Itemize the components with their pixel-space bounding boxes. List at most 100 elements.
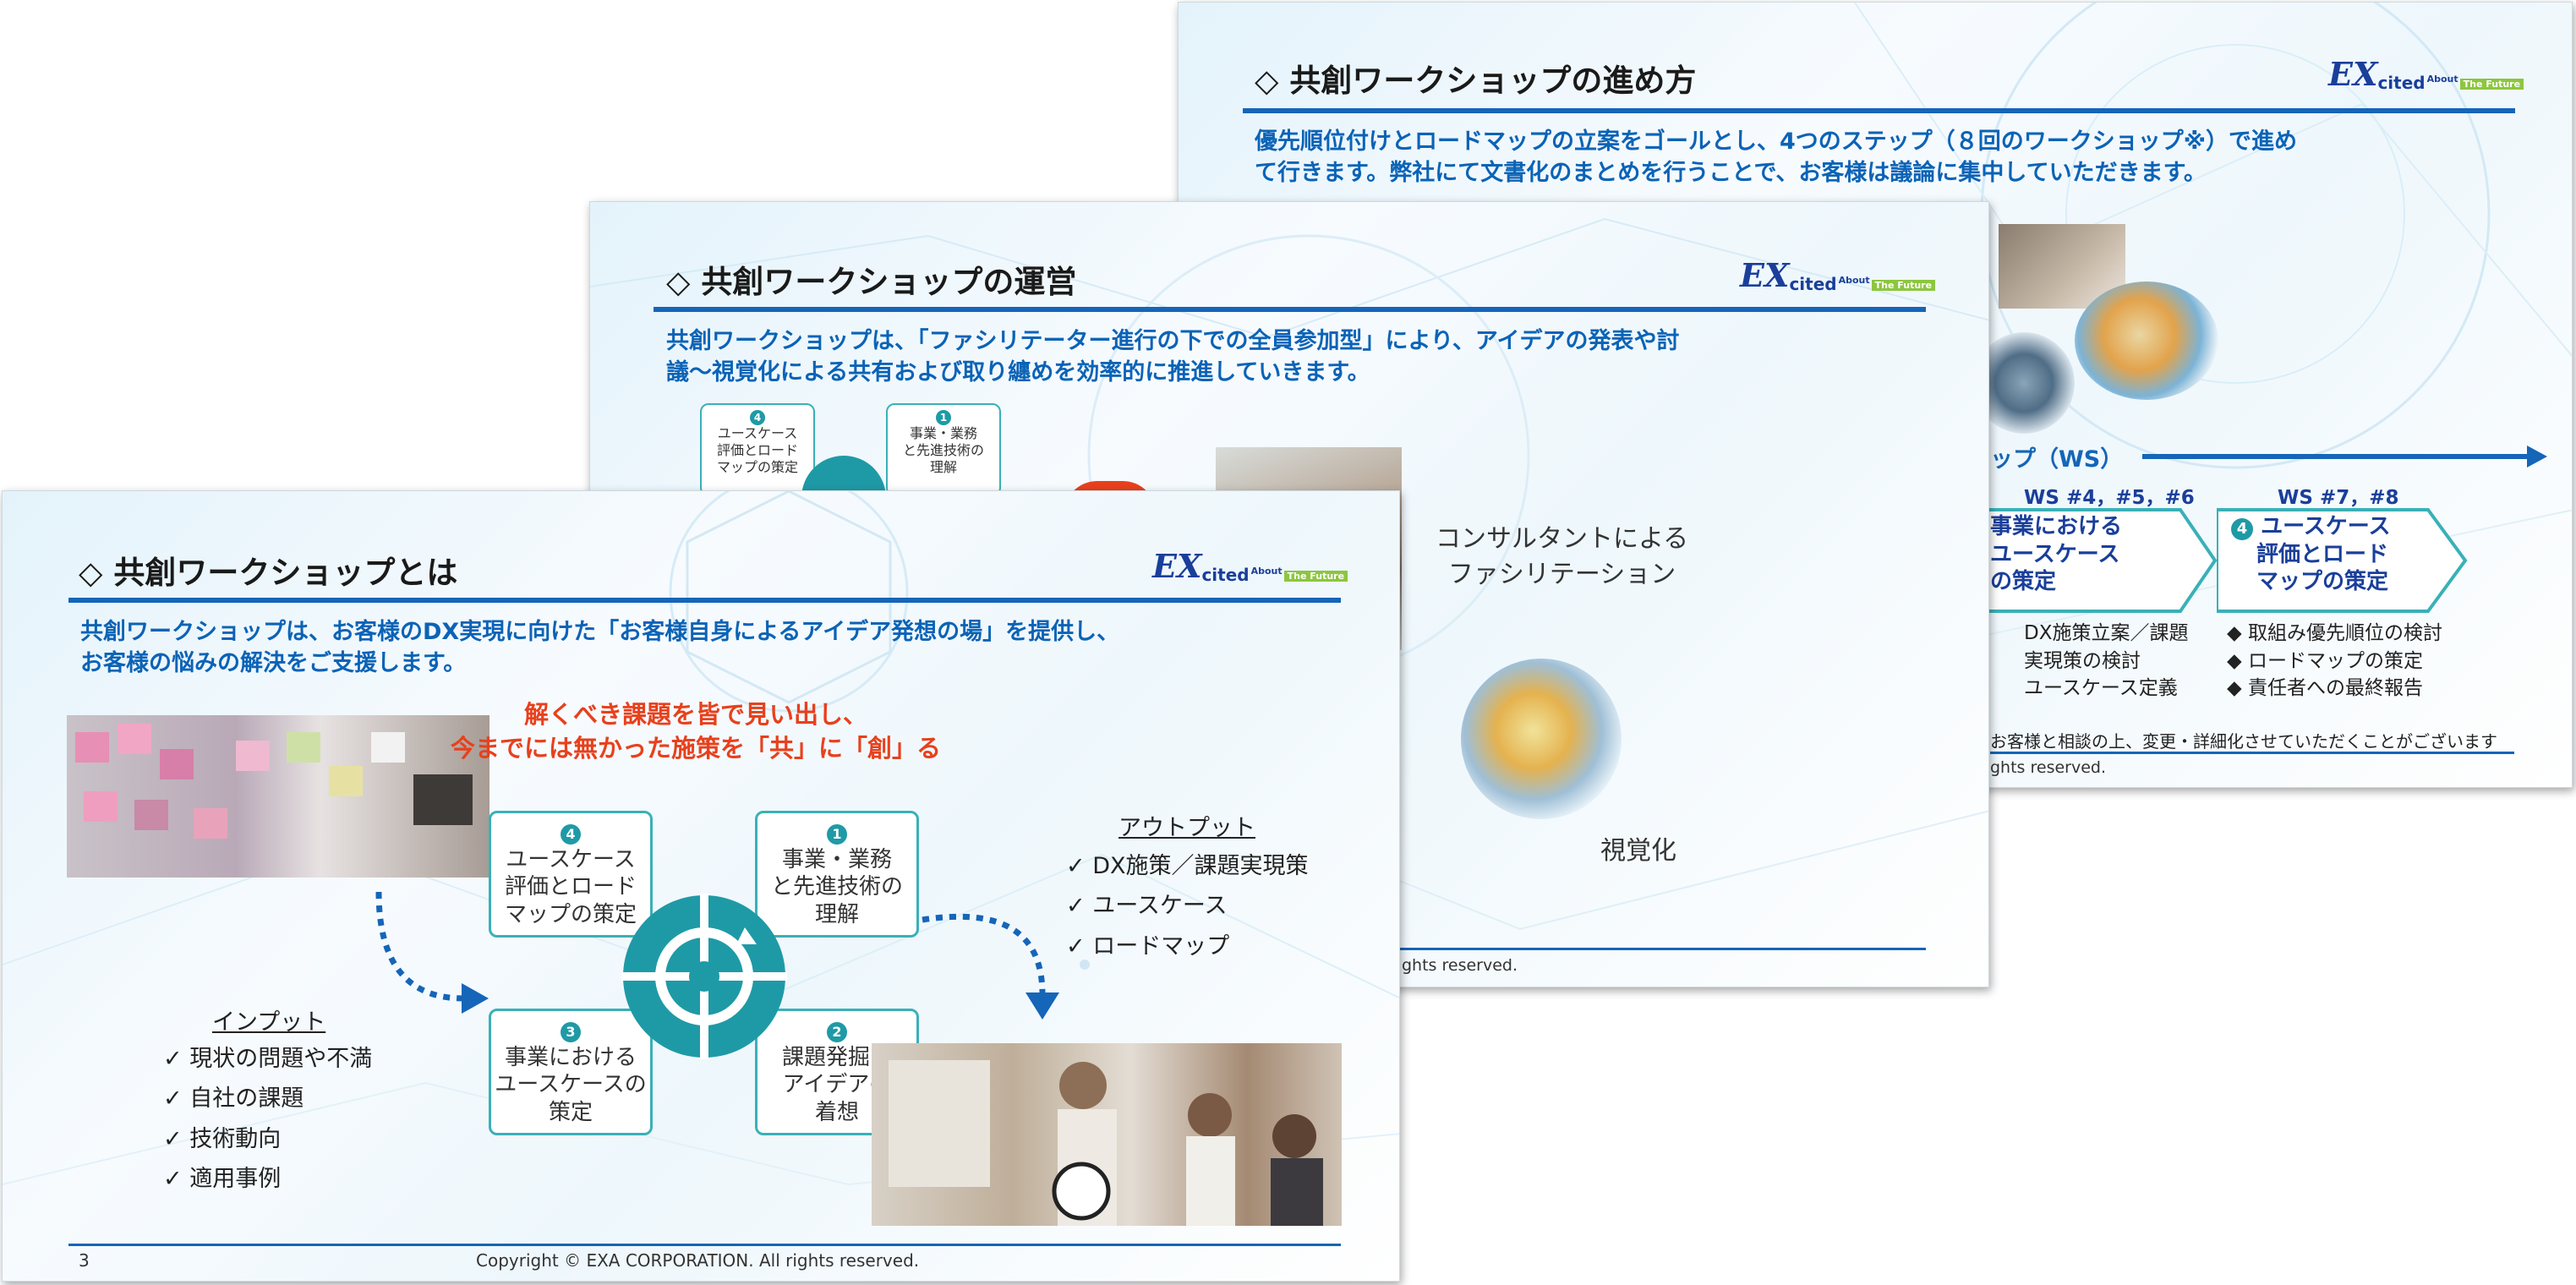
slide-title: ◇ 共創ワークショップの進め方 [1255,63,1697,99]
bullet-a-2: 実現策の検討 [2024,649,2141,672]
output-arrow [922,913,1059,1020]
timeline-arrow [2142,454,2531,459]
step4-line-3: マップの策定 [2256,569,2389,594]
consult-line-2: ファシリテーション [1447,560,1676,589]
lead-line-2: て行きます。弊社にて文書化のまとめを行うことで、お客様は議論に集中していただきま… [1255,160,2207,187]
tagline-line-1: 解くべき課題を皆で見い出し、 [523,700,867,729]
step3-bullets: DX施策立案／課題 実現策の検討 ユースケース定義 [2024,620,2188,703]
visual-label: 視覚化 [1600,836,1676,866]
step3-text: 事業における ユースケース の策定 [1990,513,2122,596]
box-step4-line-1: ユースケース [717,425,798,441]
step4-text: 4 ユースケース 評価とロード マップの策定 [2231,513,2390,596]
footer-copyright: ghts reserved. [1990,758,2107,777]
lead-text: 優先順位付けとロードマップの立案をゴールとし、4つのステップ（８回のワークショッ… [1255,126,2297,189]
logo-cited: cited [1789,274,1837,294]
bullet-a-3: ユースケース定義 [2024,677,2178,700]
footer-rule [1990,752,2514,754]
photo-workshop-small-3 [1973,332,2075,434]
cycle-step3-line-2: ユースケースの [495,1072,647,1097]
output-list: ✓ DX施策／課題実現策 ✓ ユースケース ✓ ロードマップ [1066,846,1309,966]
slide-title: ◇ 共創ワークショップとは [79,555,458,591]
page-number: 3 [79,1250,90,1271]
bullet-b-2: ◆ ロードマップの策定 [2227,649,2423,672]
output-item-3: ✓ ロードマップ [1066,932,1230,960]
step3-line-2: ユースケース [1990,541,2120,567]
cycle-step2-line-3: 着想 [814,1099,859,1125]
title-rule [654,307,1926,312]
cycle-step3-line-3: 策定 [548,1099,593,1125]
footer-rule [1224,948,1926,950]
ws-col2-label: WS #7，#8 [2278,487,2399,509]
cycle-step3: 3 事業における ユースケースの 策定 [489,1009,653,1135]
title-rule [68,598,1341,603]
footer-copyright: Copyright © EXA CORPORATION. All rights … [476,1250,920,1271]
title-rule [1243,108,2515,113]
logo-about: About [1250,566,1283,577]
logo-tag: The Future [1283,571,1348,582]
timeline-arrowhead [2527,446,2547,468]
people-silhouettes [889,1060,1323,1226]
photo-people-clock [872,1043,1342,1226]
box-step1-number: 1 [936,410,951,425]
logo-ex: EX [1740,256,1790,294]
cycle-step4-number: 4 [561,824,581,845]
box-step1-line-1: 事業・業務 [909,425,977,441]
box-step1: 1 事業・業務 と先進技術の 理解 [886,403,1001,496]
input-label: インプット [212,1009,326,1036]
slide-title: ◇ 共創ワークショップの運営 [666,264,1077,300]
footer-copyright: ghts reserved. [1402,956,1518,975]
excited-logo: EX cited About The Future [1152,547,1348,585]
step4-chevron [2217,508,2468,613]
step3-chevron [1973,508,2218,613]
logo-about: About [2426,74,2458,85]
photo-workshop-small-2 [2075,282,2218,400]
logo-about: About [1838,275,1870,286]
box-step1-line-3: 理解 [929,459,957,475]
output-item-2: ✓ ユースケース [1066,893,1228,920]
tagline: 解くべき課題を皆で見い出し、 今までには無かった施策を「共」に「創」る [400,697,992,765]
cycle-step4: 4 ユースケース 評価とロード マップの策定 [489,811,653,938]
input-item-4: ✓ 適用事例 [163,1165,282,1192]
lead-line-1: 共創ワークショップは、「ファシリテーター進行の下での全員参加型」により、アイデア… [666,328,1680,354]
cycle-step1: 1 事業・業務 と先進技術の 理解 [755,811,919,938]
cycle-step3-line-1: 事業における [504,1044,637,1070]
red-arrow-fragment [1064,481,1157,515]
photo-visualization [1461,659,1622,819]
box-step4-number: 4 [750,410,765,425]
cycle-step1-line-3: 理解 [814,901,859,927]
logo-cited: cited [2377,73,2426,93]
excited-logo: EX cited About The Future [2328,55,2524,93]
lead-line-1: 共創ワークショップは、お客様のDX実現に向けた「お客様自身によるアイデア発想の場… [80,619,1120,645]
lead-text: 共創ワークショップは、「ファシリテーター進行の下での全員参加型」により、アイデア… [666,325,1680,389]
cycle-step4-line-2: 評価とロード [504,874,637,900]
timeline-label: ップ（WS） [1990,446,2124,473]
consult-label: コンサルタントによる ファシリテーション [1436,522,1688,593]
logo-cited: cited [1201,565,1250,585]
logo-tag: The Future [1871,280,1936,291]
footer-rule [68,1244,1341,1246]
cycle-step1-line-2: と先進技術の [770,874,903,900]
input-list: ✓ 現状の問題や不満 ✓ 自社の課題 ✓ 技術動向 ✓ 適用事例 [163,1039,372,1199]
cycle-step1-number: 1 [827,824,847,845]
ws-col1-label: WS #4，#5，#6 [2024,487,2195,509]
box-step1-line-2: と先進技術の [902,442,984,458]
output-item-1: ✓ DX施策／課題実現策 [1066,853,1309,879]
excited-logo: EX cited About The Future [1740,256,1936,294]
bullet-b-3: ◆ 責任者への最終報告 [2227,677,2423,700]
cycle-step4-line-3: マップの策定 [504,901,637,927]
cycle-step4-line-1: ユースケース [506,846,636,872]
logo-tag: The Future [2459,79,2524,90]
consult-line-1: コンサルタントによる [1436,524,1689,554]
step4-bullets: ◆ 取組み優先順位の検討 ◆ ロードマップの策定 ◆ 責任者への最終報告 [2227,620,2442,703]
step3-line-3: の策定 [1990,569,2057,594]
logo-ex: EX [2328,55,2378,93]
step4-line-1: ユースケース [2261,514,2391,539]
step4-number: 4 [2231,518,2253,540]
box-step4: 4 ユースケース 評価とロード マップの策定 [700,403,815,496]
tagline-line-2: 今までには無かった施策を「共」に「創」る [450,734,941,763]
lead-text: 共創ワークショップは、お客様のDX実現に向けた「お客様自身によるアイデア発想の場… [80,616,1119,680]
input-item-1: ✓ 現状の問題や不満 [163,1046,373,1072]
lead-line-2: お客様の悩みの解決をご支援します。 [80,650,467,677]
input-item-3: ✓ 技術動向 [163,1125,282,1152]
photo-sticky-notes [67,715,489,878]
